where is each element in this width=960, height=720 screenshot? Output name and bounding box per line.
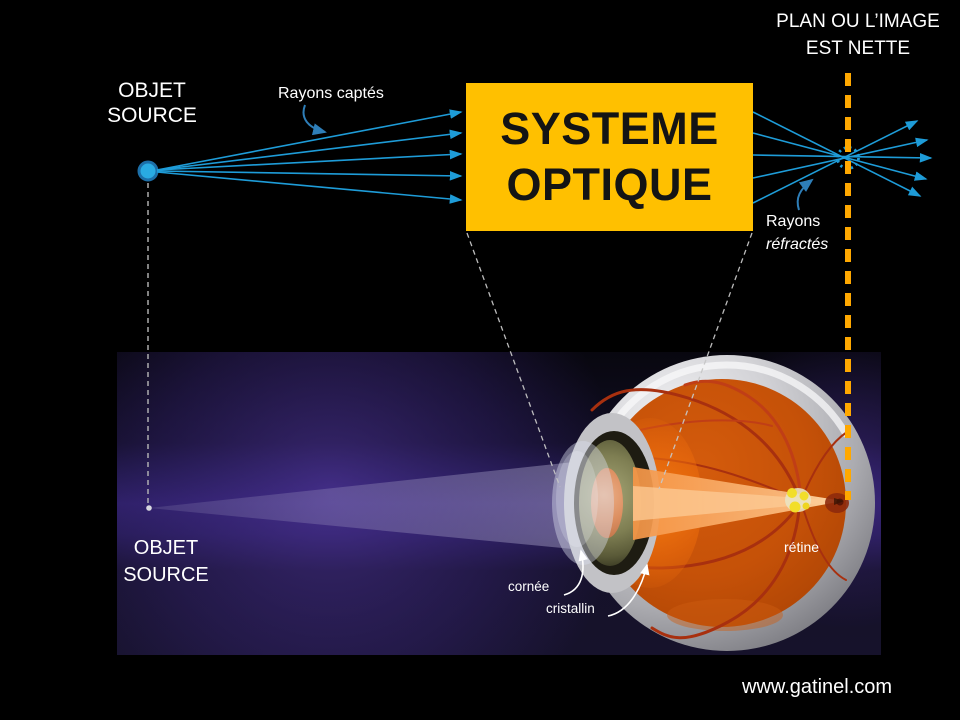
source-point-top bbox=[137, 160, 159, 182]
optical-system-box: SYSTEME OPTIQUE bbox=[466, 83, 753, 231]
cornea-arrow bbox=[563, 549, 588, 596]
eye-photo-panel bbox=[117, 352, 881, 655]
cornea-label: cornée bbox=[508, 579, 550, 594]
pupil bbox=[591, 468, 623, 538]
rays-captured-label: Rayons captés bbox=[278, 85, 384, 102]
captured-rays bbox=[156, 109, 463, 204]
optical-system-line2: OPTIQUE bbox=[506, 159, 713, 210]
light-cone-core bbox=[633, 486, 843, 521]
focal-point-circle bbox=[836, 146, 860, 170]
rays-refracted-arrow bbox=[796, 178, 814, 211]
rays-captured-arrow bbox=[302, 104, 327, 136]
object-source-bottom-line1: OBJET bbox=[133, 537, 199, 559]
object-source-top-line1: OBJET bbox=[118, 79, 186, 102]
object-source-label-bottom: OBJET SOURCE bbox=[110, 535, 222, 589]
rays-refracted-label: Rayons réfractés bbox=[766, 210, 828, 256]
fundus-bottom-sheen bbox=[667, 599, 783, 631]
object-source-bottom-line2: SOURCE bbox=[123, 564, 209, 586]
lens-arrow bbox=[607, 563, 650, 617]
object-source-label-top: OBJET SOURCE bbox=[96, 78, 208, 128]
optic-disc bbox=[785, 488, 811, 513]
lens-label: cristallin bbox=[546, 601, 595, 616]
connector-dashed-left bbox=[466, 232, 561, 488]
image-plane-line2: EST NETTE bbox=[805, 38, 911, 59]
image-plane-label: PLAN OU L’IMAGE EST NETTE bbox=[756, 8, 960, 62]
source-point-bottom bbox=[146, 505, 152, 511]
optical-system-line1: SYSTEME bbox=[500, 103, 719, 154]
retina-label: rétine bbox=[784, 539, 820, 555]
sclera-highlight bbox=[603, 361, 850, 438]
eyeball-illustration bbox=[552, 355, 875, 651]
object-source-top-line2: SOURCE bbox=[107, 104, 197, 127]
fovea bbox=[825, 493, 849, 513]
refracted-rays bbox=[752, 111, 933, 204]
cornea-dome bbox=[552, 441, 614, 565]
cornea-highlight bbox=[556, 451, 598, 547]
connector-dashed-right bbox=[658, 232, 753, 490]
light-cone-outside bbox=[149, 461, 583, 550]
rays-refracted-line1: Rayons bbox=[766, 213, 821, 230]
website-text: www.gatinel.com bbox=[742, 676, 893, 698]
rays-refracted-line2: réfractés bbox=[766, 236, 829, 253]
image-plane-line1: PLAN OU L’IMAGE bbox=[776, 11, 940, 32]
